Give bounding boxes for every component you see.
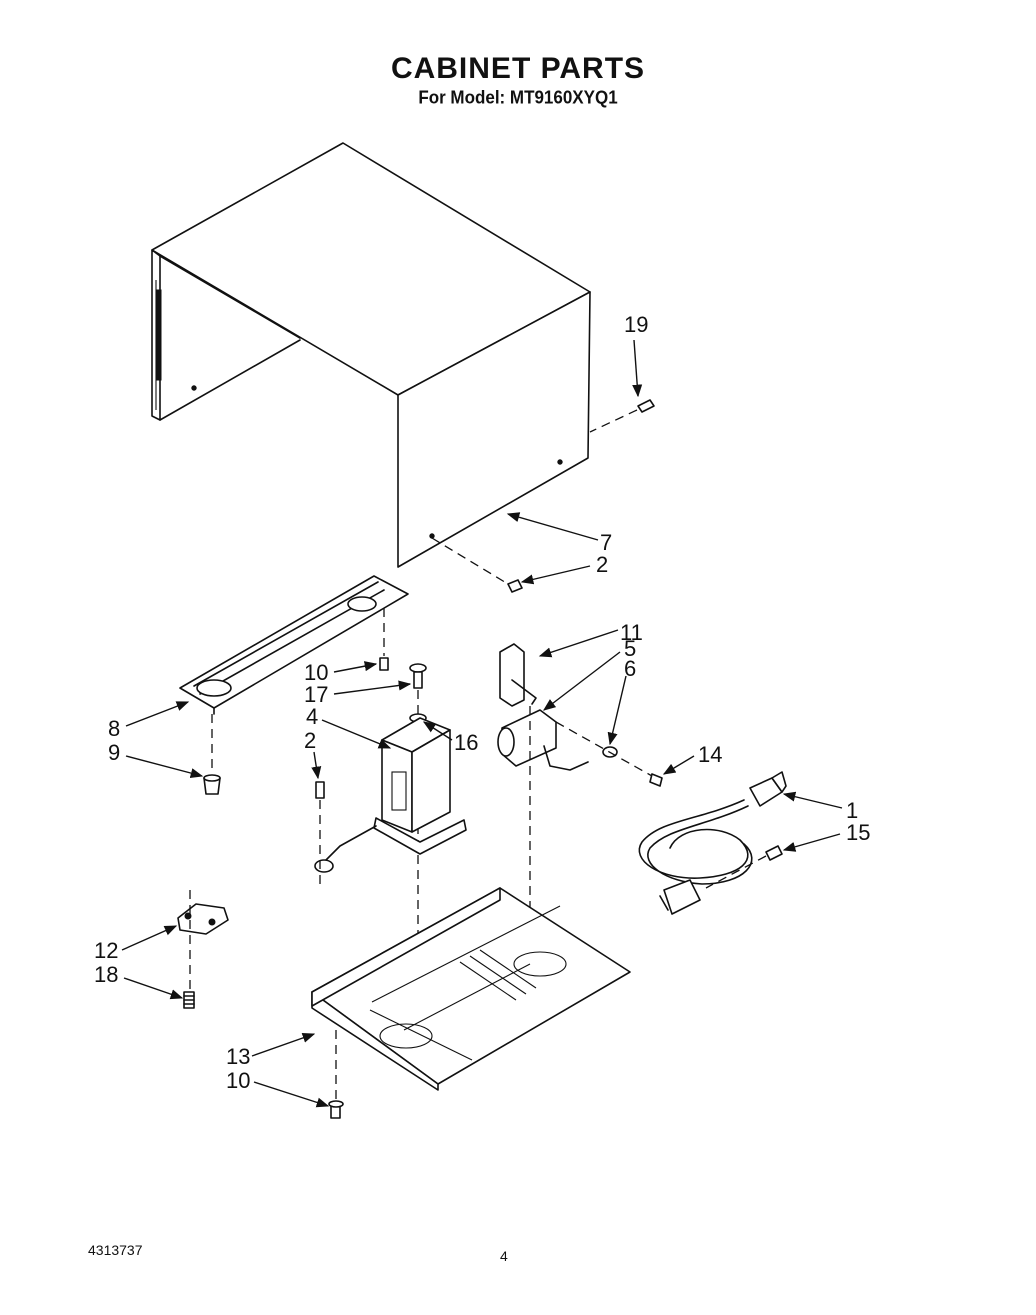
screw-part-2-upper — [431, 537, 523, 593]
capacitor-bracket-part-11 — [499, 643, 537, 707]
callout-labels: 19 7 2 11 5 6 10 17 4 16 2 8 9 14 1 15 1… — [94, 312, 870, 1093]
power-cord-part-1 — [638, 771, 787, 915]
cabinet-wrapper — [151, 142, 591, 568]
callout-8: 8 — [108, 716, 120, 741]
thermal-cutout-part-12 — [177, 890, 229, 990]
callout-10: 10 — [226, 1068, 250, 1093]
callout-1: 1 — [846, 798, 858, 823]
callout-2: 2 — [304, 728, 316, 753]
screw-part-19 — [589, 399, 655, 433]
document-number: 4313737 — [88, 1242, 143, 1258]
base-plate-part-13 — [311, 887, 631, 1091]
transformer-part-4 — [314, 717, 467, 873]
callout-14: 14 — [698, 742, 722, 767]
callout-16: 16 — [454, 730, 478, 755]
callout-17: 17 — [304, 682, 328, 707]
callout-13: 13 — [226, 1044, 250, 1069]
screw-part-18 — [183, 991, 195, 1009]
callout-12: 12 — [94, 938, 118, 963]
callout-2: 2 — [596, 552, 608, 577]
page-title: CABINET PARTS — [390, 52, 646, 85]
callout-15: 15 — [846, 820, 870, 845]
capacitor-part-5 — [497, 706, 589, 930]
clip-part-6 — [555, 721, 653, 777]
grommet-part-9 — [203, 774, 221, 795]
callout-5: 5 — [624, 636, 636, 661]
callout-18: 18 — [94, 962, 118, 987]
callout-19: 19 — [624, 312, 648, 337]
bracket-part-8 — [179, 575, 409, 772]
screw-part-2-lower — [315, 781, 325, 888]
screw-part-15 — [705, 845, 783, 889]
callout-10: 10 — [304, 660, 328, 685]
screw-part-14 — [649, 773, 663, 787]
screw-part-10-upper — [379, 657, 389, 671]
callout-7: 7 — [600, 530, 612, 555]
callout-4: 4 — [306, 704, 318, 729]
callout-9: 9 — [108, 740, 120, 765]
model-subtitle: For Model: MT9160XYQ1 — [418, 87, 618, 108]
leader-arrows — [121, 339, 843, 1108]
screw-part-10-lower — [328, 1030, 344, 1119]
callout-11: 11 — [620, 620, 643, 645]
callout-6: 6 — [624, 656, 636, 681]
page-number: 4 — [500, 1248, 508, 1264]
